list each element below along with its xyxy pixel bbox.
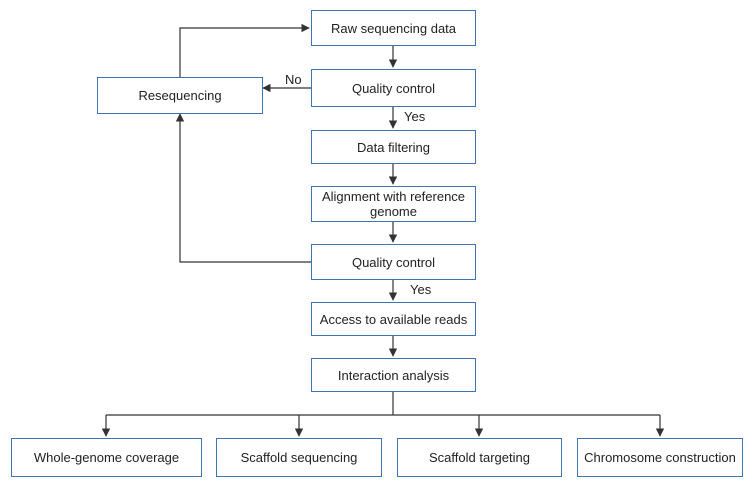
node-resequencing: Resequencing	[97, 77, 263, 114]
node-alignment: Alignment with reference genome	[311, 186, 476, 222]
node-whole-genome-coverage: Whole-genome coverage	[11, 438, 202, 477]
edge-reseq-to-raw	[179, 23, 310, 77]
node-chromosome-construction: Chromosome construction	[577, 438, 743, 477]
node-scaffold-sequencing: Scaffold sequencing	[216, 438, 382, 477]
edge-label-no: No	[285, 72, 302, 87]
node-interaction-analysis: Interaction analysis	[311, 358, 476, 392]
edge-label-yes-1: Yes	[404, 109, 426, 124]
edge-label-yes-2: Yes	[410, 282, 432, 297]
node-access-reads: Access to available reads	[311, 302, 476, 336]
node-quality-control-2: Quality control	[311, 244, 476, 280]
edge-qc2-to-reseq	[175, 113, 311, 263]
node-data-filtering: Data filtering	[311, 130, 476, 164]
node-scaffold-targeting: Scaffold targeting	[397, 438, 562, 477]
node-quality-control-1: Quality control	[311, 69, 476, 107]
node-raw-sequencing-data: Raw sequencing data	[311, 10, 476, 46]
